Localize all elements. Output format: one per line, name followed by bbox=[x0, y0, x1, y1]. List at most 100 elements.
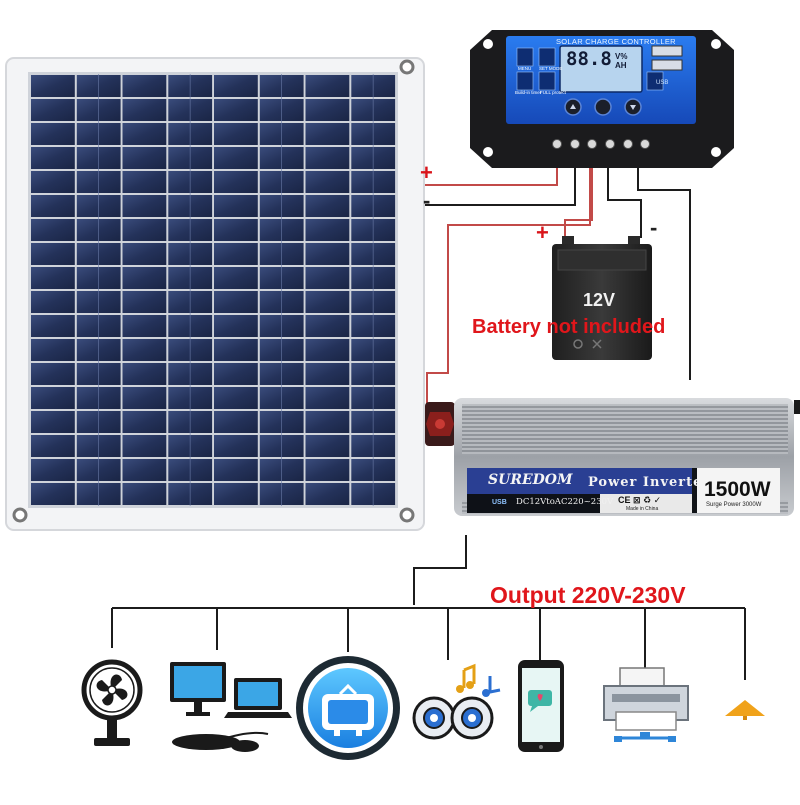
solar-cell bbox=[214, 123, 258, 145]
solar-cell bbox=[31, 267, 75, 289]
solar-cell bbox=[305, 147, 350, 169]
solar-cell bbox=[122, 483, 167, 505]
inverter-certs: CE ⊠ ♻ ✓ bbox=[618, 495, 662, 505]
battery-plus-label: + bbox=[536, 220, 549, 245]
solar-cell bbox=[31, 459, 75, 481]
solar-cell bbox=[305, 195, 350, 217]
solar-cell bbox=[31, 483, 75, 505]
solar-cell bbox=[31, 339, 75, 361]
solar-cell bbox=[305, 219, 350, 241]
solar-cell bbox=[122, 99, 167, 121]
panel-minus-label: - bbox=[423, 188, 431, 213]
solar-cell bbox=[122, 315, 167, 337]
music-note-icon bbox=[462, 663, 476, 688]
solar-cell bbox=[305, 99, 350, 121]
solar-cell bbox=[214, 315, 258, 337]
lcd-value: 88.8 bbox=[566, 48, 612, 70]
solar-cell bbox=[31, 291, 75, 313]
solar-cell bbox=[305, 243, 350, 265]
computer-icon bbox=[170, 662, 292, 752]
solar-cell bbox=[305, 483, 350, 505]
fan-icon bbox=[81, 659, 143, 746]
inverter-io-spec: DC12VtoAC220~230V bbox=[516, 497, 614, 507]
inverter-made-in: Made in China bbox=[626, 506, 659, 512]
solar-cell bbox=[122, 387, 167, 409]
usb-label: USB bbox=[656, 80, 669, 86]
wiring bbox=[111, 160, 746, 680]
battery bbox=[552, 236, 652, 360]
solar-cell bbox=[305, 339, 350, 361]
solar-cell bbox=[305, 435, 350, 457]
solar-cell bbox=[122, 123, 167, 145]
battery-recycle-icon bbox=[573, 339, 583, 349]
output-label: Output 220V-230V bbox=[490, 582, 686, 608]
solar-cell bbox=[31, 387, 75, 409]
solar-cell bbox=[122, 243, 167, 265]
inverter-power: 1500W bbox=[704, 478, 771, 501]
solar-cell bbox=[305, 315, 350, 337]
solar-cell bbox=[31, 435, 75, 457]
tv-icon bbox=[296, 656, 400, 760]
screw-hole-icon bbox=[483, 147, 493, 157]
music-note-icon bbox=[488, 676, 501, 694]
solar-cell bbox=[122, 435, 167, 457]
solar-cell bbox=[122, 147, 167, 169]
solar-cell bbox=[31, 363, 75, 385]
solar-cell bbox=[305, 411, 350, 433]
solar-cell bbox=[305, 123, 350, 145]
screw-hole-icon bbox=[711, 147, 721, 157]
solar-cell bbox=[214, 99, 258, 121]
panel-plus-label: + bbox=[420, 160, 433, 185]
solar-cell bbox=[31, 147, 75, 169]
controller-title: SOLAR CHARGE CONTROLLER bbox=[556, 37, 676, 46]
battery-bin-icon bbox=[592, 339, 602, 349]
solar-cell bbox=[214, 363, 258, 385]
solar-cell bbox=[305, 363, 350, 385]
lamp-icon bbox=[725, 700, 765, 720]
power-inverter bbox=[425, 398, 800, 516]
solar-cell bbox=[31, 123, 75, 145]
solar-cell bbox=[122, 291, 167, 313]
screw-hole-icon bbox=[483, 39, 493, 49]
solar-cell bbox=[214, 411, 258, 433]
solar-cells bbox=[31, 74, 396, 506]
solar-cell bbox=[122, 267, 167, 289]
battery-minus-label: - bbox=[650, 215, 658, 240]
solar-cell bbox=[305, 459, 350, 481]
solar-cell bbox=[214, 387, 258, 409]
solar-cell bbox=[214, 243, 258, 265]
solar-cell bbox=[122, 195, 167, 217]
solar-cell bbox=[214, 75, 258, 97]
solar-cell bbox=[305, 267, 350, 289]
solar-cell bbox=[214, 435, 258, 457]
solar-cell bbox=[214, 339, 258, 361]
usb-port-icon bbox=[651, 59, 683, 71]
solar-cell bbox=[214, 459, 258, 481]
mount-hole-icon bbox=[399, 59, 415, 75]
solar-cell bbox=[122, 219, 167, 241]
speakers-icon bbox=[412, 663, 501, 740]
solar-cell bbox=[31, 75, 75, 97]
timer-label: Build-in timer bbox=[515, 90, 542, 95]
lcd-units: V% AH bbox=[615, 52, 628, 70]
solar-cell bbox=[214, 195, 258, 217]
usb-port-icon bbox=[651, 45, 683, 57]
solar-cell bbox=[122, 339, 167, 361]
controller-button-icon bbox=[594, 98, 612, 116]
solar-cell bbox=[214, 147, 258, 169]
solar-cell bbox=[214, 219, 258, 241]
solar-cell bbox=[122, 459, 167, 481]
battery-note: Battery not included bbox=[472, 316, 666, 338]
solar-cell bbox=[214, 171, 258, 193]
solar-cell bbox=[31, 171, 75, 193]
solar-cell bbox=[214, 267, 258, 289]
inverter-usb: USB bbox=[492, 499, 507, 506]
solar-cell bbox=[31, 315, 75, 337]
solar-cell bbox=[305, 387, 350, 409]
mount-hole-icon bbox=[399, 507, 415, 523]
set-mode-label: SET MODE bbox=[539, 66, 563, 71]
solar-cell bbox=[122, 411, 167, 433]
controller-terminals bbox=[552, 139, 650, 149]
